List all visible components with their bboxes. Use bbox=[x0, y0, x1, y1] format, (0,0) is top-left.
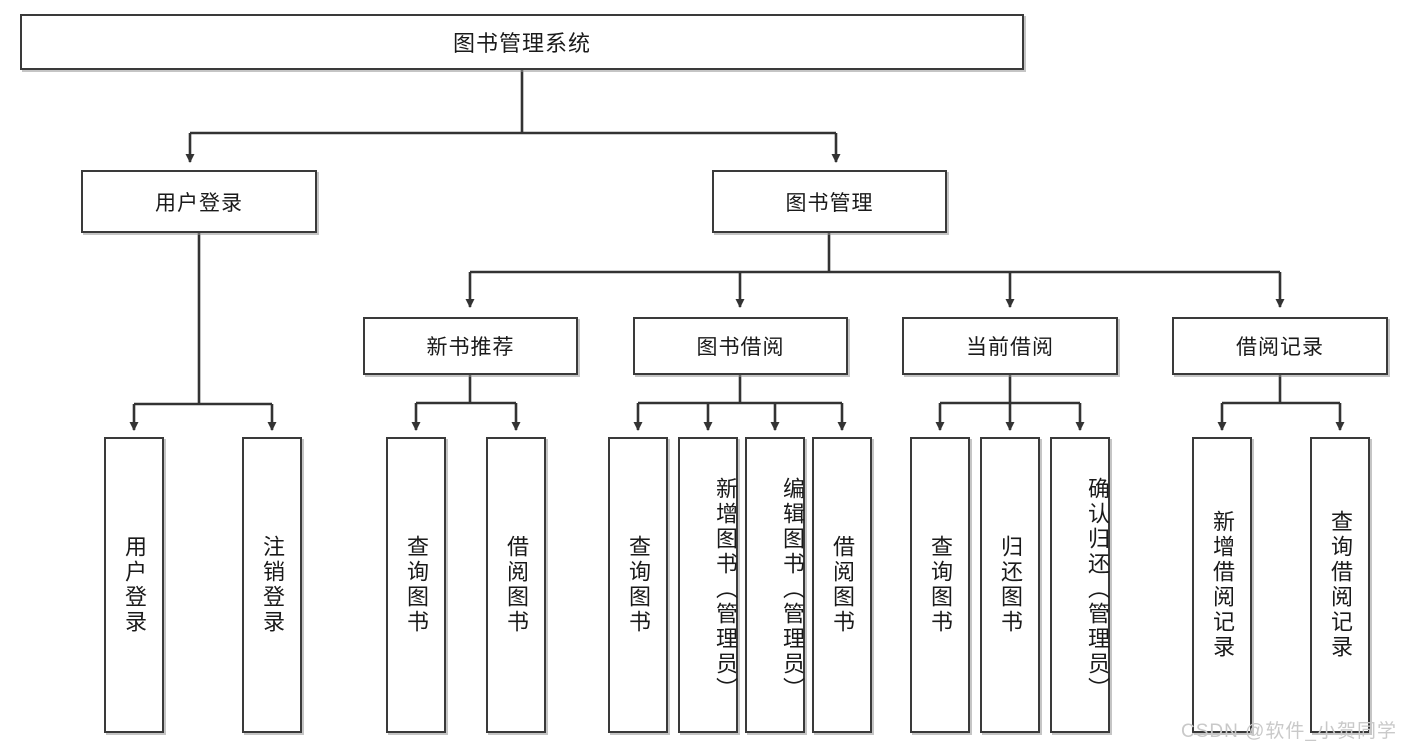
node-user-login[interactable]: 用户登录 bbox=[81, 170, 317, 233]
node-current-borrow[interactable]: 当前借阅 bbox=[902, 317, 1118, 375]
node-root[interactable]: 图书管理系统 bbox=[20, 14, 1024, 70]
leaf-label: 查询图书 bbox=[404, 535, 429, 635]
leaf-label: 查询图书 bbox=[928, 535, 953, 635]
leaf-book-borrow-query[interactable]: 查询图书 bbox=[608, 437, 668, 733]
leaf-label: 归还图书 bbox=[998, 535, 1023, 635]
leaf-book-borrow-edit[interactable]: 编辑图书（管理员） bbox=[745, 437, 805, 733]
leaf-label: 注销登录 bbox=[260, 535, 285, 635]
leaf-label: 查询图书 bbox=[626, 535, 651, 635]
leaf-borrow-record-query[interactable]: 查询借阅记录 bbox=[1310, 437, 1370, 733]
node-borrow-record-label: 借阅记录 bbox=[1236, 336, 1324, 359]
node-borrow-record[interactable]: 借阅记录 bbox=[1172, 317, 1388, 375]
leaf-user-login-logout[interactable]: 注销登录 bbox=[242, 437, 302, 733]
leaf-book-borrow-borrow[interactable]: 借阅图书 bbox=[812, 437, 872, 733]
node-new-book-recommend-label: 新书推荐 bbox=[426, 336, 515, 359]
node-book-borrow[interactable]: 图书借阅 bbox=[633, 317, 848, 375]
leaf-label: 借阅图书 bbox=[830, 535, 855, 635]
node-book-borrow-label: 图书借阅 bbox=[696, 336, 785, 359]
leaf-new-book-query[interactable]: 查询图书 bbox=[386, 437, 446, 733]
leaf-current-borrow-return[interactable]: 归还图书 bbox=[980, 437, 1040, 733]
leaf-label: 确认归还（管理员） bbox=[1085, 476, 1110, 702]
node-current-borrow-label: 当前借阅 bbox=[966, 336, 1054, 359]
leaf-label: 借阅图书 bbox=[504, 535, 529, 635]
leaf-label: 新增图书（管理员） bbox=[713, 476, 738, 702]
node-book-management[interactable]: 图书管理 bbox=[712, 170, 947, 233]
node-user-login-label: 用户登录 bbox=[155, 191, 243, 215]
leaf-current-borrow-query[interactable]: 查询图书 bbox=[910, 437, 970, 733]
leaf-current-borrow-confirm-return[interactable]: 确认归还（管理员） bbox=[1050, 437, 1110, 733]
leaf-borrow-record-add[interactable]: 新增借阅记录 bbox=[1192, 437, 1252, 733]
leaf-label: 查询借阅记录 bbox=[1328, 510, 1353, 660]
leaf-label: 新增借阅记录 bbox=[1210, 510, 1235, 660]
node-root-label: 图书管理系统 bbox=[452, 31, 591, 56]
leaf-book-borrow-add[interactable]: 新增图书（管理员） bbox=[678, 437, 738, 733]
leaf-label: 用户登录 bbox=[122, 535, 147, 635]
node-new-book-recommend[interactable]: 新书推荐 bbox=[363, 317, 578, 375]
node-book-management-label: 图书管理 bbox=[785, 191, 874, 215]
leaf-user-login-login[interactable]: 用户登录 bbox=[104, 437, 164, 733]
leaf-new-book-borrow[interactable]: 借阅图书 bbox=[486, 437, 546, 733]
watermark: CSDN @软件_小贺同学 bbox=[1181, 721, 1397, 742]
leaf-label: 编辑图书（管理员） bbox=[780, 476, 805, 702]
